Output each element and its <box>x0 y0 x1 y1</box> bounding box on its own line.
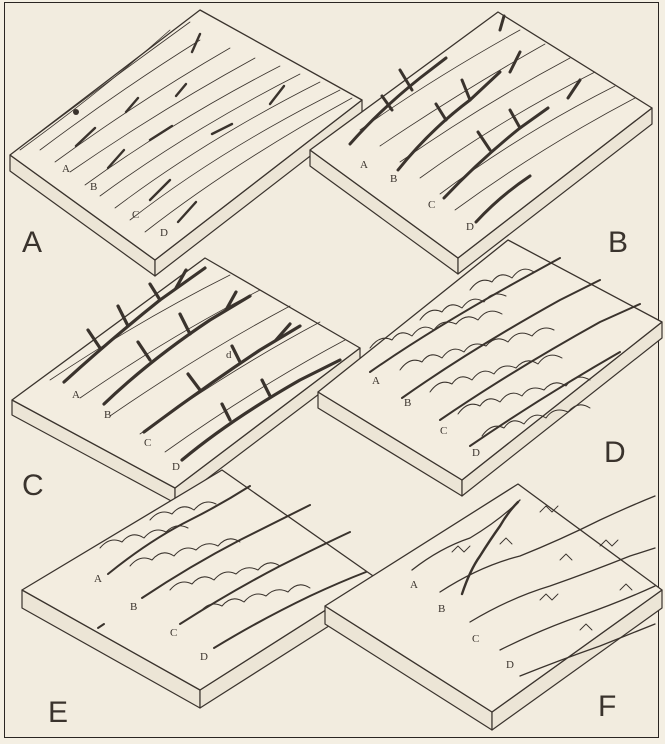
stream-label-d: D <box>472 447 480 459</box>
stream-label-d: D <box>506 659 514 671</box>
stream-label-a: A <box>94 573 102 585</box>
stream-label-d: D <box>172 461 180 473</box>
stream-label-b: B <box>90 181 97 193</box>
panel-label-a: A <box>22 226 42 259</box>
panel-label-e: E <box>48 696 68 729</box>
block-f: F A B C D <box>325 484 662 730</box>
stream-label-b: B <box>104 409 111 421</box>
stream-label-c: C <box>170 627 177 639</box>
block-c: C A B C D d <box>12 258 360 503</box>
stream-label-d: D <box>466 221 474 233</box>
stream-label-c: C <box>144 437 151 449</box>
stream-label-d: D <box>200 651 208 663</box>
panel-label-f: F <box>598 690 616 723</box>
block-b: B A B C D <box>310 12 652 274</box>
stream-label-a: A <box>372 375 380 387</box>
stream-label-c: C <box>428 199 435 211</box>
stream-label-c: C <box>472 633 479 645</box>
stream-label-c: C <box>440 425 447 437</box>
stream-label-a: A <box>360 159 368 171</box>
panel-label-d: D <box>604 436 626 469</box>
stream-label-a: A <box>72 389 80 401</box>
block-e: E A B C D <box>22 470 376 729</box>
stream-label-extra-d: d <box>226 349 232 361</box>
stream-label-d: D <box>160 227 168 239</box>
stream-label-b: B <box>404 397 411 409</box>
panel-label-b: B <box>608 226 628 259</box>
block-d: D A B C D <box>318 240 662 496</box>
block-a: A A B C D <box>10 10 362 276</box>
stream-label-c: C <box>132 209 139 221</box>
panel-label-c: C <box>22 469 44 502</box>
stream-label-a: A <box>410 579 418 591</box>
stream-label-b: B <box>438 603 445 615</box>
stream-label-b: B <box>390 173 397 185</box>
stream-label-a: A <box>62 163 70 175</box>
stream-label-b: B <box>130 601 137 613</box>
